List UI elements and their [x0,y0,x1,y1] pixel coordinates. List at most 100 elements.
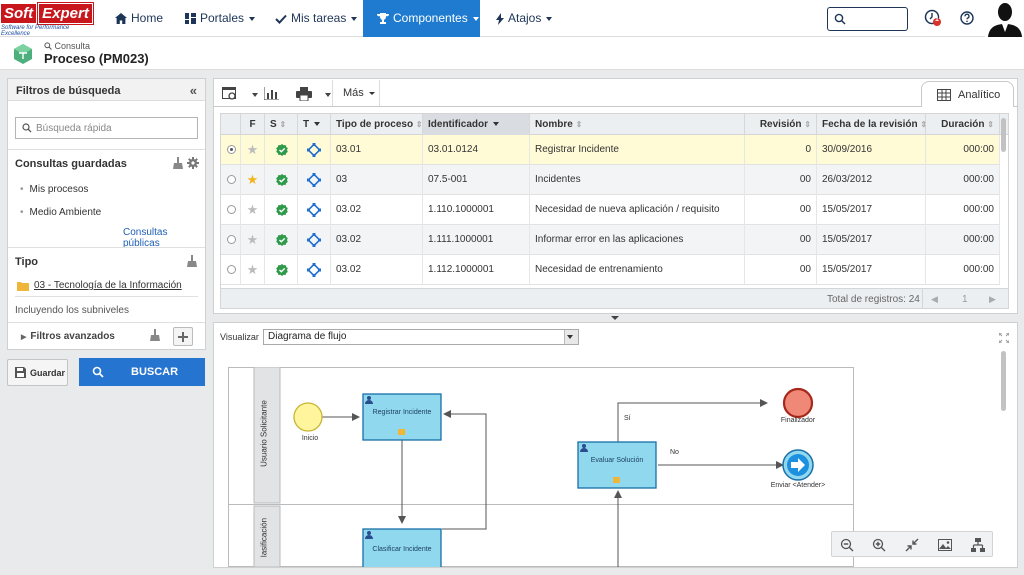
row-select-cell[interactable] [221,195,241,225]
add-filter-button[interactable] [173,327,193,346]
expand-icon[interactable] [999,333,1009,343]
verified-status-icon [276,234,288,246]
nav-componentes[interactable]: Componentes [363,0,480,37]
gear-icon[interactable] [187,157,199,169]
notifications-button[interactable]: 1 [924,9,942,30]
advanced-filters-toggle[interactable]: ▶Filtros avanzados [21,331,115,342]
broom-icon[interactable] [150,329,160,341]
broom-icon[interactable] [187,255,197,267]
quick-search-input[interactable]: Búsqueda rápida [15,117,198,139]
column-header-f[interactable]: F [241,114,265,135]
row-radio[interactable] [227,205,236,214]
nav-home[interactable]: Home [115,0,163,37]
star-icon[interactable]: ★ [241,225,265,255]
fit-to-screen-icon[interactable] [905,538,919,552]
saved-query-item[interactable]: Medio Ambiente [20,207,102,218]
panel-splitter-handle[interactable] [609,314,621,322]
user-avatar[interactable] [985,0,1024,37]
column-header-s[interactable]: S ⇕ [265,114,298,135]
bar-chart-icon[interactable] [264,87,279,100]
broom-icon[interactable] [173,157,183,169]
process-table: F S ⇕ T Tipo de proceso ⇕ Identificador … [220,113,1009,309]
save-button[interactable]: Guardar [7,359,68,386]
chevron-down-icon[interactable] [325,93,331,97]
star-icon[interactable]: ★ [241,255,265,285]
toolbar-separator [332,80,333,107]
more-button[interactable]: Más [343,87,375,99]
zoom-out-icon[interactable] [840,538,854,552]
next-page-button[interactable]: ▶ [989,294,996,304]
global-search-input[interactable] [827,7,908,31]
star-icon[interactable]: ★ [241,165,265,195]
zoom-in-icon[interactable] [872,538,886,552]
nav-atajos[interactable]: Atajos [496,0,553,37]
divider [8,247,205,248]
divider [8,149,205,150]
task-clasificar-incidente[interactable]: Clasificar Incidente [372,546,432,553]
hierarchy-icon[interactable] [971,538,985,552]
row-select-cell[interactable] [221,135,241,165]
nav-portales[interactable]: Portales [185,0,256,37]
type-filter-value[interactable]: 03 - Tecnología de la Información [34,280,182,291]
row-radio[interactable] [227,235,236,244]
column-header-fecha[interactable]: Fecha de la revisión ⇕ [817,114,927,135]
column-header-identificador[interactable]: Identificador [423,114,530,135]
breadcrumb[interactable]: Consulta [44,41,90,51]
page-number[interactable]: 1 [962,294,968,305]
flow-label-yes: Sí [624,415,631,422]
nav-mis-tareas[interactable]: Mis tareas [275,0,358,37]
collapse-panel-icon[interactable]: « [189,83,197,98]
cell-rev: 00 [745,195,817,225]
chevron-down-icon[interactable] [252,93,258,97]
view-icon[interactable] [222,87,238,101]
diagram-scrollbar[interactable] [1001,351,1006,411]
tab-analitico[interactable]: Analítico [921,81,1014,107]
column-header-nombre[interactable]: Nombre ⇕ [530,114,745,135]
flow-label-no: No [670,449,679,456]
search-filters-panel: Filtros de búsqueda « Búsqueda rápida Co… [7,78,206,350]
nav-atajos-label: Atajos [508,11,542,25]
column-header-revision[interactable]: Revisión ⇕ [745,114,817,135]
image-export-icon[interactable] [938,539,952,551]
column-header-tipo[interactable]: Tipo de proceso ⇕ [331,114,423,135]
filters-title: Filtros de búsqueda [16,85,121,97]
view-label: Visualizar [220,332,259,342]
task-evaluar-solucion[interactable]: Evaluar Solución [590,457,644,464]
row-radio[interactable] [227,175,236,184]
cell-nombre: Registrar Incidente [530,135,745,165]
column-header-duracion[interactable]: Duración ⇕ [926,114,1000,135]
nav-componentes-label: Componentes [393,11,468,25]
star-icon[interactable]: ★ [241,195,265,225]
cell-dur: 000:00 [926,195,1000,225]
sort-desc-icon [493,122,500,127]
divider [15,296,198,297]
search-icon [44,42,52,50]
row-select-cell[interactable] [221,225,241,255]
chevron-down-icon [351,16,358,21]
help-button[interactable] [960,11,974,28]
row-radio[interactable] [227,265,236,274]
view-select[interactable]: Diagrama de flujo [263,329,579,345]
public-queries-link[interactable]: Consultas públicas [123,227,168,249]
row-radio[interactable] [227,145,236,154]
saved-query-item[interactable]: Mis procesos [20,184,89,195]
row-select-cell[interactable] [221,165,241,195]
row-select-cell[interactable] [221,255,241,285]
task-registrar-incidente[interactable]: Registrar Incidente [372,409,432,416]
print-icon[interactable] [296,87,312,101]
column-header-t[interactable]: T [298,114,331,135]
table-scrollbar[interactable] [1001,118,1006,152]
cell-tipo: 03.01 [331,135,423,165]
divider [8,322,205,323]
prev-page-button[interactable]: ◀ [931,294,938,304]
search-button[interactable]: BUSCAR [79,358,205,386]
end-event-label: Finalizador [780,417,816,424]
cell-fecha: 15/05/2017 [817,255,926,285]
star-icon[interactable]: ★ [241,135,265,165]
